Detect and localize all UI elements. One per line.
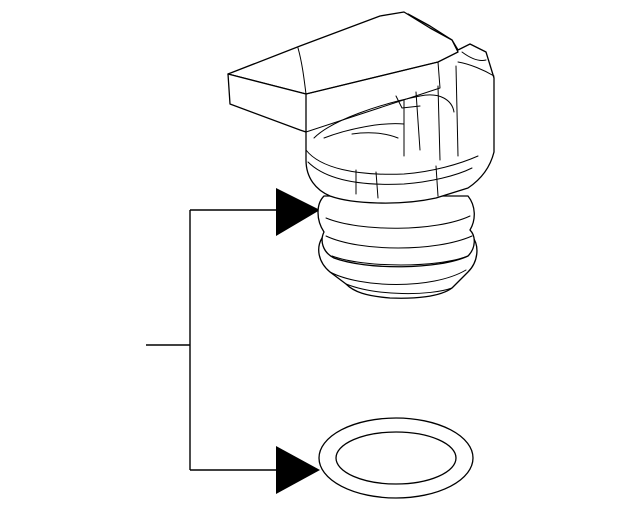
o-ring-outer	[318, 417, 474, 499]
sensor-thread-line-3	[331, 255, 469, 266]
sensor-part	[227, 11, 495, 299]
sensor-waist-tick-2	[375, 171, 379, 199]
sensor-slot-top	[395, 95, 421, 109]
sensor-waist-line-1	[305, 149, 479, 175]
sensor-thread-line-1	[325, 215, 471, 229]
sensor-cup-inner	[323, 123, 405, 139]
sensor-connector-crease	[297, 47, 307, 95]
sensor-thread-line-2	[325, 235, 473, 249]
arrow-to-sensor-icon	[276, 188, 320, 236]
sensor-lower-ring-line	[329, 269, 467, 285]
sensor-base-line	[345, 283, 453, 295]
sensor-slot-line-2	[415, 91, 421, 151]
o-ring-part	[318, 417, 474, 499]
sensor-rib-line-2	[455, 65, 459, 157]
callout-bracket	[146, 188, 320, 494]
sensor-cup-rim	[313, 94, 455, 139]
sensor-rib-line	[437, 85, 441, 161]
arrow-to-o-ring-icon	[276, 446, 320, 494]
sensor-waist-tick-3	[435, 165, 439, 197]
sensor-connector-front	[227, 73, 307, 133]
sensor-cap-top	[461, 51, 487, 61]
sensor-connector-edge	[305, 61, 441, 133]
sensor-waist-line-2	[307, 161, 473, 185]
sensor-cup-inner-2	[351, 132, 399, 139]
sensor-cap-edge	[457, 61, 495, 77]
sensor-collar	[317, 195, 475, 268]
o-ring-inner	[335, 431, 457, 485]
